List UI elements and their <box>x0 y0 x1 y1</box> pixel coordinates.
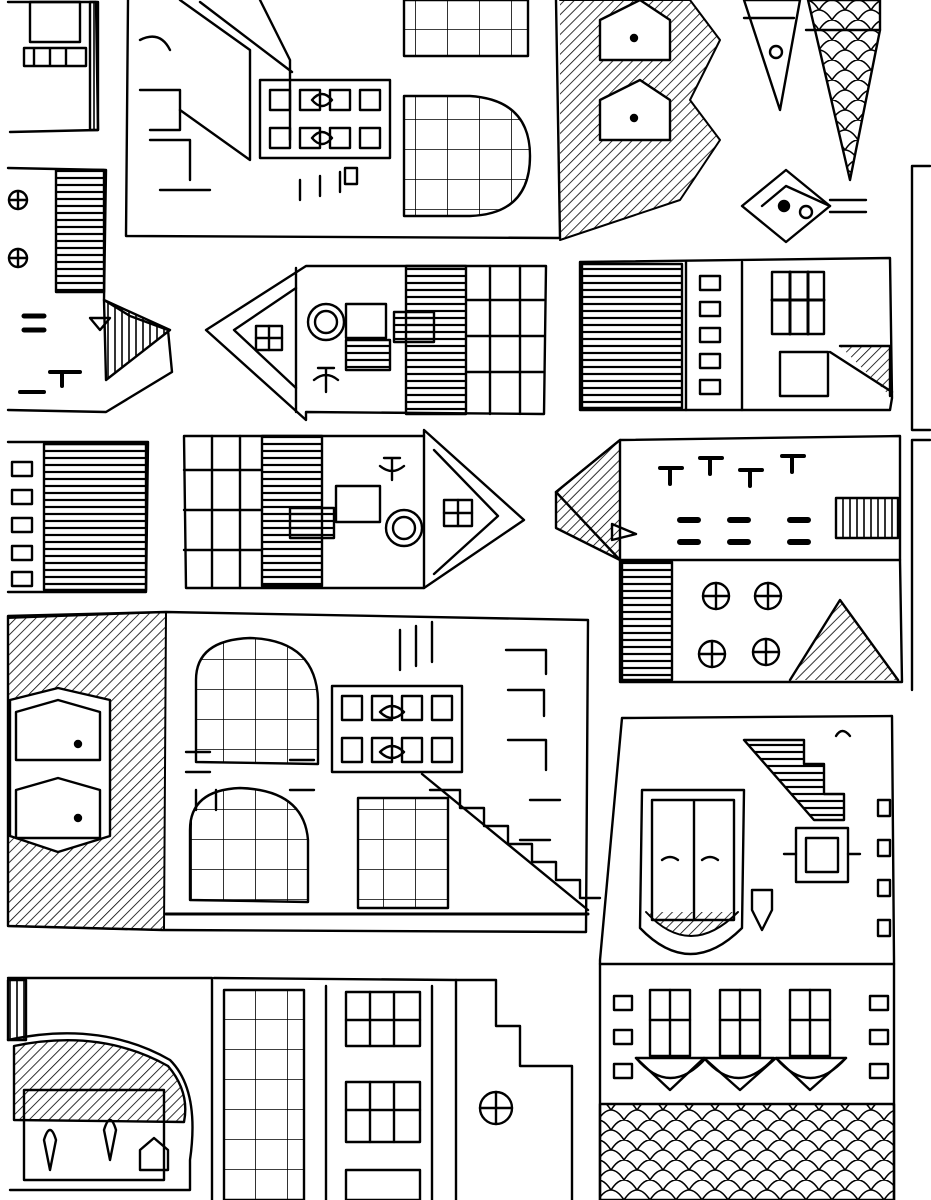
house-center-row2 <box>206 266 546 420</box>
house-right-row2 <box>580 258 892 410</box>
house-large-center <box>8 612 600 932</box>
house-top-left <box>8 2 98 132</box>
house-left-row3 <box>8 442 148 592</box>
house-top-center <box>126 0 720 240</box>
house-bottom-center <box>214 978 572 1200</box>
house-left-row2 <box>8 168 172 412</box>
pennants-top-right <box>744 0 880 180</box>
birdhouse <box>742 170 866 242</box>
house-right-tall <box>600 716 894 1200</box>
house-right-row3 <box>556 436 902 682</box>
house-center-row3 <box>184 430 524 588</box>
house-bottom-left <box>8 978 212 1200</box>
house-right-edge <box>912 166 930 690</box>
